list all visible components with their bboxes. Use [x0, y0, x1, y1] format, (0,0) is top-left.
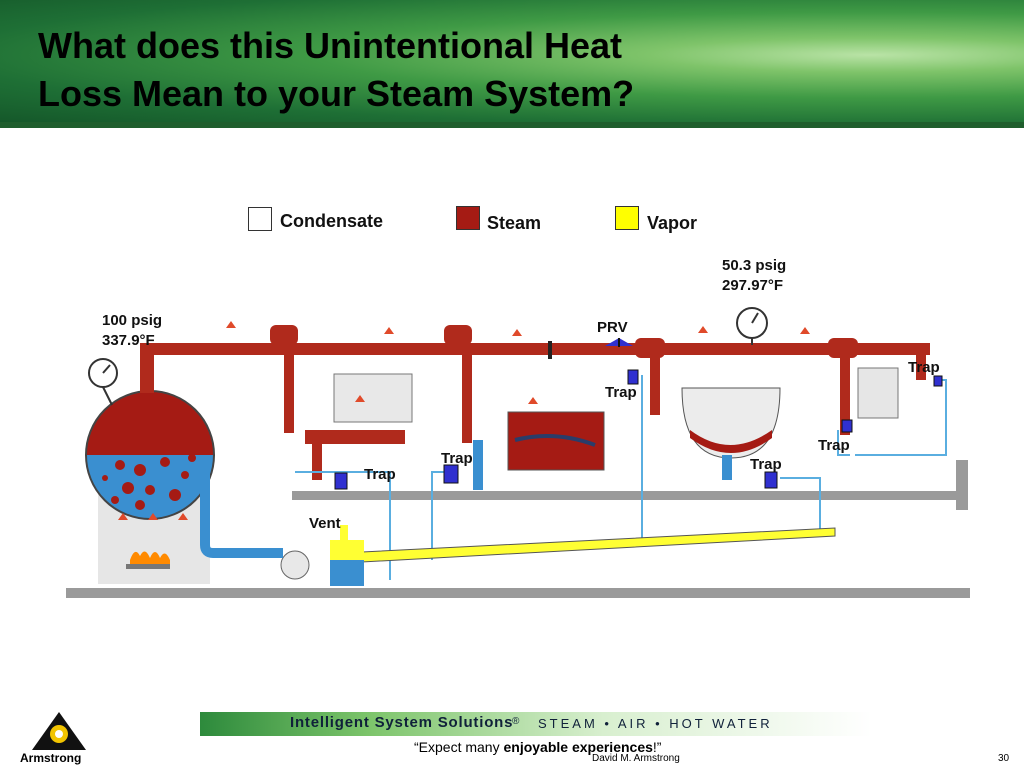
footer-main-text: Intelligent System Solutions: [290, 714, 514, 731]
traps: [334, 369, 943, 490]
fan-coil: [857, 367, 899, 419]
legend-label-steam: Steam: [487, 213, 542, 233]
footer-registered-mark: ®: [512, 716, 520, 727]
legend-swatch-steam: [456, 206, 480, 230]
feed-pump: [280, 550, 310, 580]
trap-label-6: Trap: [908, 359, 940, 376]
trap-label-1: Trap: [364, 466, 396, 483]
trap-label-2: Trap: [441, 450, 473, 467]
support-beam: [292, 491, 968, 500]
trap-label-3: Trap: [605, 384, 637, 401]
quote-post: !”: [652, 739, 662, 755]
steam-header: [140, 343, 930, 355]
footer-subtitle: STEAM • AIR • HOT WATER: [538, 716, 773, 731]
floor-beam: [66, 588, 970, 598]
unit-heater: [333, 373, 413, 423]
legend-swatch-vapor: [615, 206, 639, 230]
prv-label: PRV: [597, 319, 628, 336]
quote-pre: “Expect many: [414, 739, 504, 755]
burner-flames: [130, 551, 170, 566]
support-post: [956, 460, 968, 510]
quote-bold: enjoyable experiences: [503, 739, 653, 755]
footer-band: [200, 712, 872, 736]
trap-label-4: Trap: [750, 456, 782, 473]
page-number: 30: [998, 753, 1010, 764]
legend-label-condensate: Condensate: [280, 211, 384, 231]
legend-label-vapor: Vapor: [647, 213, 698, 233]
title-line-2: Loss Mean to your Steam System?: [38, 73, 635, 114]
footer-quote: “Expect many enjoyable experiences!”: [414, 739, 661, 755]
legend-swatch-condensate: [248, 207, 272, 231]
boiler-temp-label: 337.9°F: [102, 332, 155, 349]
heat-loss-arrows: [118, 321, 810, 520]
page-title: What does this Unintentional Heat Loss M…: [38, 22, 634, 118]
trap-label-5: Trap: [818, 437, 850, 454]
boiler-pressure-label: 100 psig: [102, 312, 163, 329]
lp-pressure-label: 50.3 psig: [722, 257, 787, 274]
title-line-1: What does this Unintentional Heat: [38, 25, 623, 66]
header-rule: [0, 122, 1024, 128]
armstrong-logo-icon: [32, 712, 86, 750]
vent-label: Vent: [309, 515, 341, 532]
lp-temp-label: 297.97°F: [722, 277, 784, 294]
boiler-bubbles: [102, 454, 196, 510]
header-banner: [0, 0, 1024, 122]
armstrong-wordmark: Armstrong: [20, 751, 82, 765]
footer-author: David M. Armstrong: [592, 753, 680, 764]
